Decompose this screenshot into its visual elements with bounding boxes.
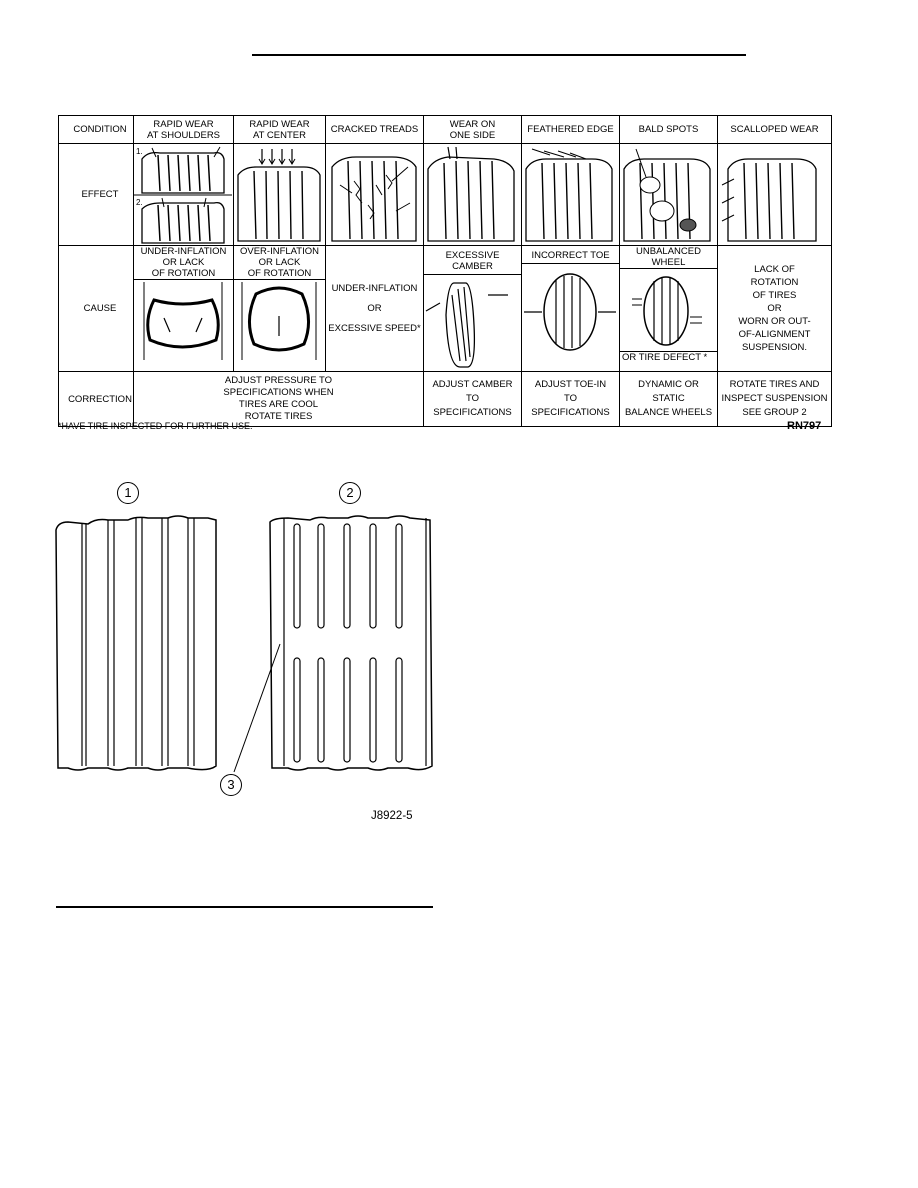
camber-tire-icon [425,282,508,368]
unbalanced-wheel-icon [632,276,702,346]
header-one-side: WEAR ON ONE SIDE [423,115,522,144]
cause-cracked: UNDER-INFLATION OR EXCESSIVE SPEED* [325,245,424,372]
tire-tread-one-side-illustration [427,146,515,242]
over-inflated-tire-section-icon [241,282,317,360]
cause-header: CAUSE [58,245,134,372]
cause-shoulders: UNDER-INFLATION OR LACK OF ROTATION [133,245,234,372]
cause-row: CAUSE UNDER-INFLATION OR LACK OF ROTATIO… [58,245,832,372]
footer-rule [56,906,433,908]
effect-feathered [521,143,620,246]
header-bald: BALD SPOTS [619,115,718,144]
header-rule [252,54,746,56]
tire-tread-shoulders-illustration: 1. 2. [134,146,232,244]
callout-3-leader [233,643,281,773]
header-cracked: CRACKED TREADS [325,115,424,144]
cause-center-text: OVER-INFLATION OR LACK OF ROTATION [234,246,325,280]
effect-center [233,143,326,246]
effect-marker-2: 2. [136,198,143,207]
tire-tread-cracked-illustration [331,155,417,242]
effect-scalloped [717,143,832,246]
cause-camber-text: EXCESSIVE CAMBER [424,246,521,275]
cause-unbalanced-text: UNBALANCED WHEEL [620,246,717,269]
header-center: RAPID WEAR AT CENTER [233,115,326,144]
correction-row: CORRECTION ADJUST PRESSURE TO SPECIFICAT… [58,371,832,427]
worn-tread-tire [269,515,433,771]
tire-tread-center-illustration [237,148,321,242]
header-feathered: FEATHERED EDGE [521,115,620,144]
callout-1: 1 [117,482,139,504]
header-shoulders: RAPID WEAR AT SHOULDERS [133,115,234,144]
effect-shoulders: 1. 2. [133,143,234,246]
header-scalloped: SCALLOPED WEAR [717,115,832,144]
footnote: *HAVE TIRE INSPECTED FOR FURTHER USE. [58,421,253,431]
tread-wear-indicator-illustration [55,515,433,773]
effect-one-side [423,143,522,246]
correction-toe: ADJUST TOE-IN TO SPECIFICATIONS [521,371,620,427]
under-inflated-tire-section-icon [143,282,223,360]
cause-scalloped: LACK OF ROTATION OF TIRES OR WORN OR OUT… [717,245,832,372]
correction-header: CORRECTION [58,371,134,427]
figure-code-rn797: RN797 [787,420,822,432]
tire-wear-table: CONDITION RAPID WEAR AT SHOULDERS RAPID … [58,115,832,427]
callout-3: 3 [220,774,242,796]
condition-header: CONDITION [58,115,134,144]
cause-unbalanced: UNBALANCED WHEEL OR TIRE DEFECT * [619,245,718,372]
cause-tire-defect-text: OR TIRE DEFECT * [620,351,717,363]
effect-bald [619,143,718,246]
effect-marker-1: 1. [136,147,143,156]
callout-2: 2 [339,482,361,504]
cause-toe-text: INCORRECT TOE [522,246,619,264]
cause-camber: EXCESSIVE CAMBER [423,245,522,372]
cause-shoulders-text: UNDER-INFLATION OR LACK OF ROTATION [134,246,233,280]
condition-row: CONDITION RAPID WEAR AT SHOULDERS RAPID … [58,115,832,144]
tire-tread-feathered-illustration [525,148,613,242]
correction-pressure: ADJUST PRESSURE TO SPECIFICATIONS WHEN T… [133,371,424,427]
tire-tread-scalloped-illustration [721,157,817,242]
correction-camber: ADJUST CAMBER TO SPECIFICATIONS [423,371,522,427]
tire-tread-bald-illustration [623,148,711,242]
effect-row: EFFECT 1. 2. [58,143,832,246]
toe-tire-icon [524,273,616,351]
effect-cracked [325,143,424,246]
cause-center: OVER-INFLATION OR LACK OF ROTATION [233,245,326,372]
effect-header: EFFECT [58,143,134,246]
correction-balance: DYNAMIC OR STATIC BALANCE WHEELS [619,371,718,427]
correction-rotate: ROTATE TIRES AND INSPECT SUSPENSION SEE … [717,371,832,427]
cause-toe: INCORRECT TOE [521,245,620,372]
figure-code-j8922: J8922-5 [371,810,413,822]
